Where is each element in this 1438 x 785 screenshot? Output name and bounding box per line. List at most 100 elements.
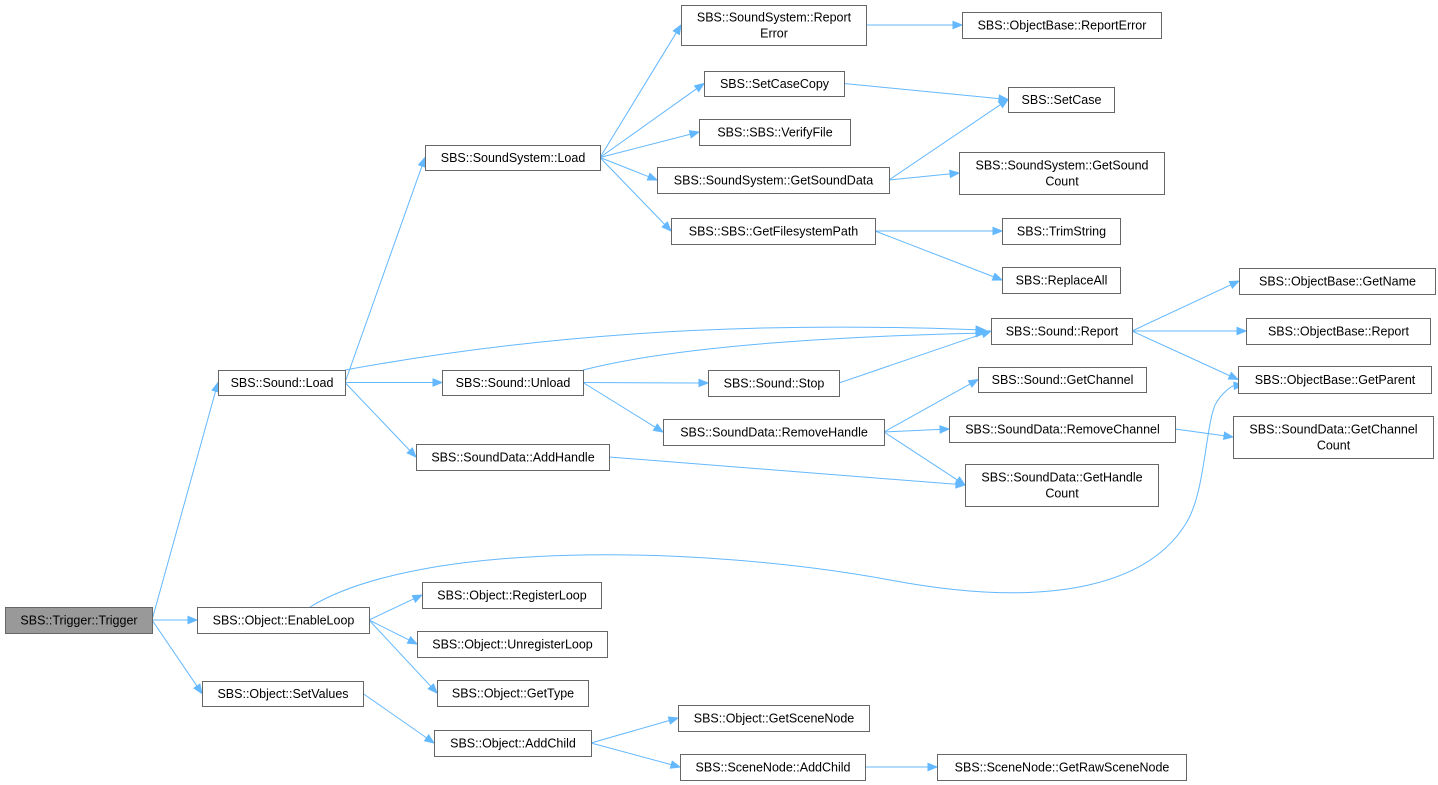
edge-arrowhead bbox=[1222, 431, 1235, 440]
node-obReportError[interactable]: SBS::ObjectBase::ReportError bbox=[962, 12, 1162, 39]
edge-arrowhead bbox=[949, 169, 961, 179]
node-box bbox=[663, 419, 885, 446]
node-soundStop[interactable]: SBS::Sound::Stop bbox=[708, 370, 840, 397]
node-label: SBS::SoundData::GetHandle bbox=[981, 471, 1142, 485]
edge-arrowhead bbox=[992, 226, 1004, 236]
edge-ssLoad-to-ssReportError bbox=[599, 23, 682, 158]
node-box bbox=[1238, 366, 1432, 394]
node-trigger[interactable]: SBS::Trigger::Trigger bbox=[5, 607, 153, 634]
node-obReport[interactable]: SBS::ObjectBase::Report bbox=[1246, 318, 1431, 345]
node-box bbox=[681, 5, 867, 46]
edge-line bbox=[590, 742, 672, 766]
node-unregisterLoop[interactable]: SBS::Object::UnregisterLoop bbox=[417, 631, 608, 658]
edge-arrowhead bbox=[693, 82, 706, 93]
edge-enableLoop-to-getType bbox=[368, 619, 438, 694]
edge-arrowhead bbox=[411, 594, 424, 603]
node-soundReport[interactable]: SBS::Sound::Report bbox=[991, 318, 1133, 345]
node-replaceAll[interactable]: SBS::ReplaceAll bbox=[1002, 267, 1121, 294]
node-registerLoop[interactable]: SBS::Object::RegisterLoop bbox=[422, 582, 602, 609]
node-box bbox=[417, 631, 608, 658]
node-getRawSceneNode[interactable]: SBS::SceneNode::GetRawSceneNode bbox=[937, 754, 1187, 781]
node-getChannel[interactable]: SBS::Sound::GetChannel bbox=[978, 367, 1147, 393]
edge-line bbox=[368, 619, 432, 687]
node-setValues[interactable]: SBS::Object::SetValues bbox=[202, 681, 364, 707]
node-label: SBS::ObjectBase::GetName bbox=[1259, 275, 1416, 289]
edge-line bbox=[582, 332, 977, 371]
node-removeHandle[interactable]: SBS::SoundData::RemoveHandle bbox=[663, 419, 885, 446]
edge-addChild-to-snAddChild bbox=[590, 742, 682, 769]
edge-line bbox=[888, 173, 951, 181]
node-box bbox=[1233, 416, 1434, 459]
edge-line bbox=[151, 391, 217, 621]
node-label: SBS::SoundData::RemoveHandle bbox=[680, 426, 868, 440]
edge-enableLoop-to-registerLoop bbox=[368, 594, 424, 621]
edge-line bbox=[599, 133, 691, 158]
node-box bbox=[699, 119, 851, 146]
edge-arrowhead bbox=[997, 98, 1010, 109]
node-box bbox=[708, 370, 840, 397]
node-label: SBS::Sound::GetChannel bbox=[992, 373, 1134, 387]
edge-line bbox=[874, 230, 994, 278]
node-label: SBS::Object::GetType bbox=[452, 687, 574, 701]
edge-soundLoad-to-addHandle bbox=[344, 382, 417, 458]
edge-line bbox=[843, 83, 1000, 100]
node-label: SBS::Sound::Unload bbox=[456, 376, 571, 390]
edge-arrowhead bbox=[646, 172, 659, 181]
node-box bbox=[978, 367, 1147, 393]
edge-soundUnload-to-soundReport bbox=[582, 328, 987, 371]
edge-arrowhead bbox=[952, 20, 964, 30]
node-label: SBS::SceneNode::AddChild bbox=[696, 761, 851, 775]
edge-arrowhead bbox=[427, 683, 438, 694]
node-box bbox=[965, 464, 1159, 507]
node-setCase[interactable]: SBS::SetCase bbox=[1008, 87, 1115, 113]
edge-snAddChild-to-getRawSceneNode bbox=[865, 762, 939, 772]
edge-line bbox=[309, 385, 1235, 608]
edge-soundUnload-to-soundStop bbox=[582, 378, 710, 388]
node-setCaseCopy[interactable]: SBS::SetCaseCopy bbox=[704, 71, 845, 97]
node-getName[interactable]: SBS::ObjectBase::GetName bbox=[1239, 268, 1436, 295]
edge-line bbox=[582, 382, 656, 428]
node-label: SBS::Object::SetValues bbox=[217, 687, 348, 701]
node-getSoundData[interactable]: SBS::SoundSystem::GetSoundData bbox=[657, 167, 890, 194]
node-label: SBS::Sound::Load bbox=[231, 376, 334, 390]
edge-line bbox=[344, 326, 977, 371]
node-addChild[interactable]: SBS::Object::AddChild bbox=[434, 730, 592, 757]
edge-arrowhead bbox=[406, 635, 419, 645]
node-box bbox=[1002, 218, 1121, 245]
node-box bbox=[442, 370, 584, 396]
edge-arrowhead bbox=[406, 447, 417, 458]
edge-line bbox=[608, 456, 957, 485]
node-getType[interactable]: SBS::Object::GetType bbox=[437, 680, 589, 707]
edge-line bbox=[883, 431, 958, 481]
node-label: SBS::Sound::Report bbox=[1006, 325, 1119, 339]
node-enableLoop[interactable]: SBS::Object::EnableLoop bbox=[197, 607, 370, 634]
node-verifyFile[interactable]: SBS::SBS::VerifyFile bbox=[699, 119, 851, 146]
edge-getFsPath-to-trimString bbox=[875, 226, 1004, 236]
node-label: SBS::TrimString bbox=[1017, 225, 1106, 239]
node-ssLoad[interactable]: SBS::SoundSystem::Load bbox=[425, 145, 601, 171]
node-label: SBS::SoundSystem::GetSound bbox=[975, 159, 1148, 173]
edge-enableLoop-to-unregisterLoop bbox=[368, 619, 419, 645]
node-removeChannel[interactable]: SBS::SoundData::RemoveChannel bbox=[949, 416, 1176, 443]
edge-arrowhead bbox=[187, 615, 199, 625]
edge-ssLoad-to-setCaseCopy bbox=[599, 82, 706, 158]
edge-ssReportError-to-obReportError bbox=[866, 20, 964, 30]
node-soundLoad[interactable]: SBS::Sound::Load bbox=[218, 370, 346, 396]
node-soundUnload[interactable]: SBS::Sound::Unload bbox=[442, 370, 584, 396]
node-label: SBS::SceneNode::GetRawSceneNode bbox=[955, 761, 1170, 775]
edge-arrowhead bbox=[955, 479, 967, 489]
edge-soundReport-to-getParent bbox=[1131, 330, 1240, 381]
node-getSceneNode[interactable]: SBS::Object::GetSceneNode bbox=[678, 705, 870, 732]
node-getParent[interactable]: SBS::ObjectBase::GetParent bbox=[1238, 366, 1432, 394]
node-addHandle[interactable]: SBS::SoundData::AddHandle bbox=[416, 444, 610, 471]
node-getFsPath[interactable]: SBS::SBS::GetFilesystemPath bbox=[671, 218, 876, 245]
node-label: SBS::Object::EnableLoop bbox=[213, 614, 355, 628]
edge-arrowhead bbox=[193, 683, 203, 695]
node-ssReportError[interactable]: SBS::SoundSystem::ReportError bbox=[681, 5, 867, 46]
node-trimString[interactable]: SBS::TrimString bbox=[1002, 218, 1121, 245]
node-label: SBS::Object::UnregisterLoop bbox=[432, 638, 593, 652]
node-snAddChild[interactable]: SBS::SceneNode::AddChild bbox=[680, 754, 866, 781]
